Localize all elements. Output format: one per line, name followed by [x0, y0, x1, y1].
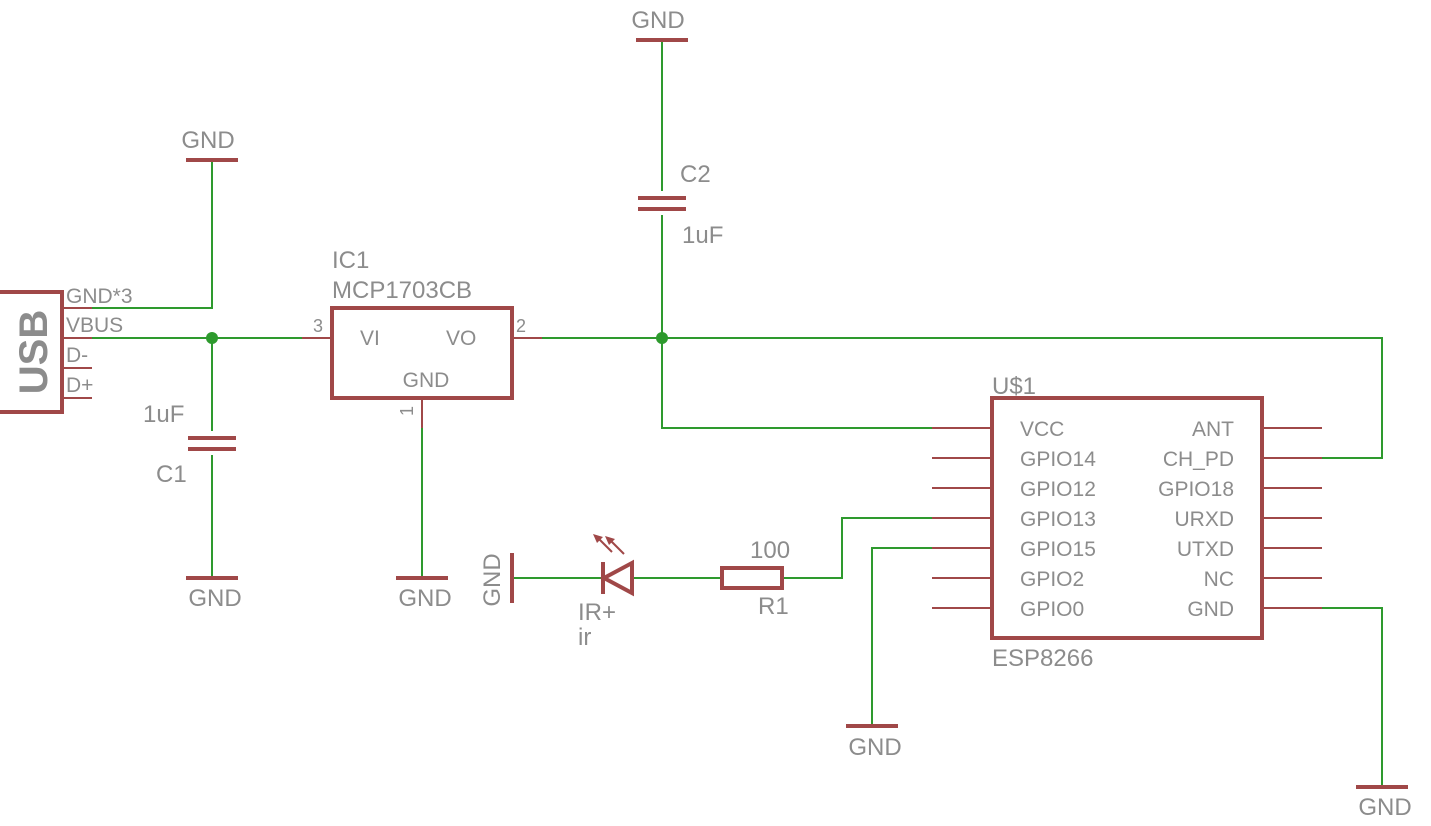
r1-name: R1 — [758, 593, 789, 620]
capacitor-c1: 1uF C1 — [143, 401, 236, 488]
gnd-label: GND — [848, 734, 901, 761]
gnd-label: GND — [479, 553, 506, 606]
wire-esp-gnd — [1322, 607, 1383, 787]
wire-vo-rail — [512, 337, 1383, 459]
ic1-pin-gnd: GND — [403, 369, 450, 392]
esp-pin-gpio13: GPIO13 — [1020, 508, 1096, 531]
ic1-pinnum-gnd: 1 — [397, 406, 417, 416]
capacitor-c2: C2 1uF — [638, 161, 723, 249]
esp-pin-gpio15: GPIO15 — [1020, 538, 1096, 561]
wire-gpio15-gnd — [871, 547, 932, 726]
gnd-symbol-top-left: GND — [181, 127, 238, 162]
esp-pin-ant: ANT — [1192, 418, 1234, 441]
gnd-symbol-esp: GND — [1356, 785, 1412, 821]
wire-c2-bottom — [661, 215, 932, 429]
c1-name: C1 — [156, 461, 187, 488]
gnd-label: GND — [188, 585, 241, 612]
gnd-symbol-led: GND — [479, 553, 514, 607]
esp-pin-gnd: GND — [1187, 598, 1234, 621]
usb-pin-vbus: VBUS — [66, 314, 123, 337]
resistor-r1: 100 R1 — [720, 537, 790, 620]
esp-pin-gpio12: GPIO12 — [1020, 478, 1096, 501]
junction-vbus — [206, 332, 218, 344]
esp-pin-nc: NC — [1204, 568, 1234, 591]
usb-connector: USB GND*3 VBUS D- D+ — [0, 285, 133, 414]
gnd-label: GND — [631, 7, 684, 34]
usb-pin-dplus: D+ — [66, 374, 93, 397]
esp-pin-vcc: VCC — [1020, 418, 1064, 441]
ic1-pin-vo: VO — [446, 327, 476, 350]
led-name: IR+ — [578, 599, 616, 626]
wires — [62, 40, 1383, 787]
module-esp8266: U$1 ESP8266 VCC GPIO14 GPIO12 GPIO13 GPI… — [932, 373, 1322, 672]
usb-pin-dminus: D- — [66, 344, 88, 367]
esp-pin-ch-pd: CH_PD — [1163, 448, 1234, 471]
junction-vo — [656, 332, 668, 344]
c1-value: 1uF — [143, 401, 184, 428]
esp-pin-gpio0: GPIO0 — [1020, 598, 1084, 621]
gnd-symbol-top-center: GND — [631, 7, 688, 42]
u1-value: ESP8266 — [992, 645, 1093, 672]
c2-name: C2 — [680, 161, 711, 188]
junctions — [206, 332, 668, 344]
wire-usb-gnd — [62, 160, 213, 309]
esp-pin-urxd: URXD — [1174, 508, 1234, 531]
esp-pin-gpio2: GPIO2 — [1020, 568, 1084, 591]
ic1-name: IC1 — [332, 247, 369, 274]
led-value: ir — [578, 624, 591, 651]
esp-right-pin-lines — [1262, 427, 1322, 609]
esp-pin-utxd: UTXD — [1177, 538, 1234, 561]
ic1-value: MCP1703CB — [332, 277, 472, 304]
u1-name: U$1 — [992, 373, 1036, 400]
light-arrows-icon — [593, 534, 625, 555]
usb-pin-gnd: GND*3 — [66, 285, 133, 308]
gnd-symbol-c1: GND — [186, 576, 242, 612]
usb-label: USB — [12, 310, 56, 394]
gnd-label: GND — [1358, 794, 1411, 821]
c2-value: 1uF — [682, 222, 723, 249]
gnd-symbol-gpio15: GND — [846, 724, 902, 761]
ir-led: IR+ ir — [578, 534, 634, 651]
esp-left-pin-lines — [932, 427, 992, 609]
regulator-ic1: IC1 MCP1703CB VI VO GND 3 2 1 — [302, 247, 542, 428]
ic1-pinnum-vi: 3 — [313, 316, 323, 336]
r1-value: 100 — [750, 537, 790, 564]
ic1-pin-vi: VI — [360, 327, 380, 350]
esp-pin-gpio14: GPIO14 — [1020, 448, 1096, 471]
esp-pin-gpio18: GPIO18 — [1158, 478, 1234, 501]
wire-r1-gpio13 — [782, 517, 932, 579]
gnd-label: GND — [181, 127, 234, 154]
gnd-label: GND — [398, 585, 451, 612]
gnd-symbol-ic1: GND — [396, 576, 452, 612]
ic1-pinnum-vo: 2 — [516, 316, 526, 336]
